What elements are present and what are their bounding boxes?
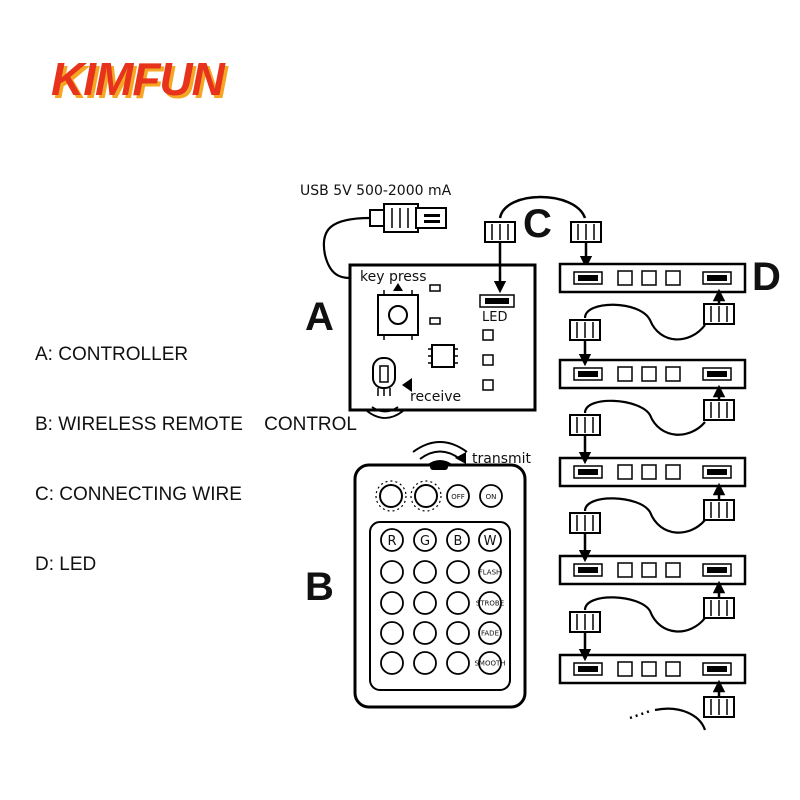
- letter-c: C: [523, 202, 552, 246]
- legend-item-wire: C: CONNECTING WIRE: [35, 484, 242, 505]
- color-grid-button-3-1: [413, 651, 437, 675]
- legend: A: CONTROLLER B: WIRELESS REMOTE CONTROL…: [35, 344, 357, 575]
- key-press-label: key press: [360, 269, 427, 285]
- letter-b: B: [305, 565, 334, 609]
- color-grid-button-1-1: [413, 591, 437, 615]
- color-grid-button-2-1: [413, 621, 437, 645]
- off-label: OFF: [451, 493, 465, 501]
- color-grid-button-3-0: [380, 651, 404, 675]
- color-grid-button-1-0: [380, 591, 404, 615]
- mode-button-column: FLASH STROBE FADE SMOOTH: [474, 560, 506, 675]
- on-label: ON: [486, 493, 497, 501]
- color-grid-button-0-1: [413, 560, 437, 584]
- speed-knob-left: [375, 480, 407, 512]
- kimfun-logo: KIMFUN KIMFUN: [51, 53, 230, 108]
- receive-label: receive: [410, 389, 461, 405]
- transmit-label: transmit: [472, 451, 532, 467]
- letter-a: A: [305, 295, 334, 339]
- legend-item-controller: A: CONTROLLER: [35, 344, 188, 365]
- color-grid-button-0-2: [446, 560, 470, 584]
- on-button: [479, 484, 503, 508]
- color-button-b: B: [454, 534, 463, 549]
- legend-item-remote: B: WIRELESS REMOTE CONTROL: [35, 414, 357, 435]
- legend-item-led: D: LED: [35, 554, 96, 575]
- logo-text: KIMFUN: [51, 53, 226, 105]
- color-button-grid: [380, 560, 470, 675]
- speed-knob-right: [410, 480, 442, 512]
- color-button-w: W: [484, 534, 497, 549]
- color-button-r: R: [387, 534, 396, 549]
- off-button: [446, 484, 470, 508]
- mode-button-smooth: SMOOTH: [474, 660, 505, 668]
- mode-button-flash: FLASH: [479, 569, 502, 577]
- color-grid-button-1-2: [446, 591, 470, 615]
- power-label: USB 5V 500-2000 mA: [300, 183, 452, 199]
- usb-plug: USB 5V 500-2000 mA: [300, 183, 452, 280]
- key-button: [377, 290, 419, 340]
- color-grid-button-2-2: [446, 621, 470, 645]
- color-grid-button-3-2: [446, 651, 470, 675]
- color-grid-button-0-0: [380, 560, 404, 584]
- color-grid-button-2-0: [380, 621, 404, 645]
- connecting-wire: [484, 195, 602, 294]
- controller-board: key press LED: [348, 263, 537, 419]
- color-button-g: G: [420, 534, 430, 549]
- letter-d: D: [752, 255, 781, 299]
- mode-button-fade: FADE: [481, 630, 499, 638]
- logo-shadow-text: KIMFUN: [54, 56, 229, 108]
- mode-button-strobe: STROBE: [476, 600, 504, 608]
- led-strip-chain: [558, 262, 747, 731]
- color-button-row: R G B W: [380, 528, 502, 552]
- wireless-remote: transmit OFF ON R G B W FLASH: [353, 441, 532, 709]
- ir-receiver: [372, 357, 396, 396]
- led-port-label: LED: [482, 310, 507, 325]
